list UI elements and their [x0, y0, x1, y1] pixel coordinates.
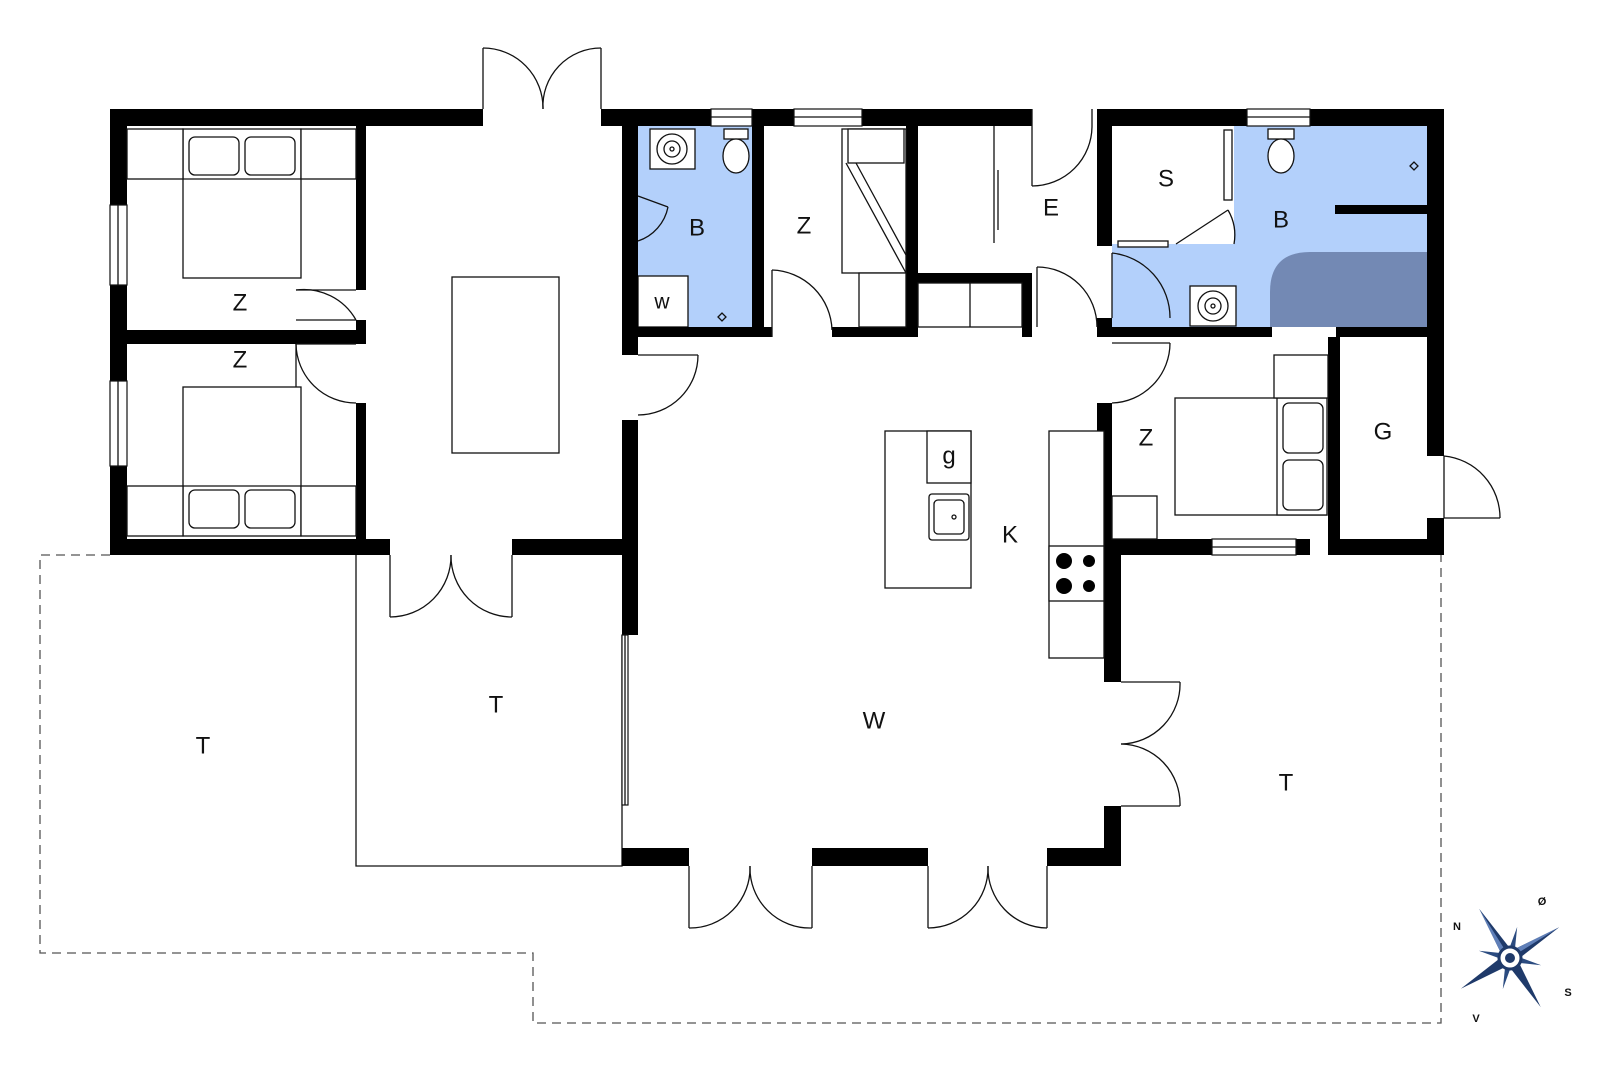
label-bath-1: B [689, 214, 705, 241]
dishwasher-box [926, 430, 972, 484]
room-labels: Z Z B w Z E S B Z G g K W T T T [196, 165, 1393, 796]
hall-table [451, 276, 560, 454]
label-bath-2: B [1273, 206, 1289, 233]
toilet-bath-1 [722, 138, 750, 174]
label-terrace-mid: T [489, 691, 504, 718]
label-bedroom-e: Z [1139, 424, 1154, 451]
sauna-floor [1112, 126, 1234, 244]
compass-rose: N Ø S V [1453, 896, 1572, 1025]
furniture [126, 126, 1419, 659]
label-storage: G [1374, 418, 1393, 445]
compass-n: N [1453, 921, 1461, 933]
kitchen-counter [1048, 430, 1105, 659]
label-sauna: S [1158, 165, 1174, 192]
tub [1270, 252, 1427, 327]
label-terrace-west: T [196, 732, 211, 759]
label-kitchen: K [1002, 521, 1018, 548]
label-bedroom-nw: Z [233, 289, 248, 316]
label-entrance: E [1043, 194, 1059, 221]
doors [295, 47, 1501, 929]
compass-v: V [1472, 1013, 1480, 1025]
label-bedroom-w: Z [233, 346, 248, 373]
stove [1048, 545, 1105, 602]
terrace-outlines [39, 552, 1442, 1024]
compass-s: S [1564, 987, 1571, 999]
label-bedroom-bunk: Z [797, 212, 812, 239]
compass-o: Ø [1538, 896, 1547, 908]
label-washer: w [653, 291, 670, 314]
toilet-bath-2 [1267, 138, 1295, 174]
label-dishwasher: g [942, 442, 955, 469]
windows [109, 108, 1311, 806]
label-terrace-east: T [1279, 769, 1294, 796]
label-living: W [863, 707, 886, 734]
